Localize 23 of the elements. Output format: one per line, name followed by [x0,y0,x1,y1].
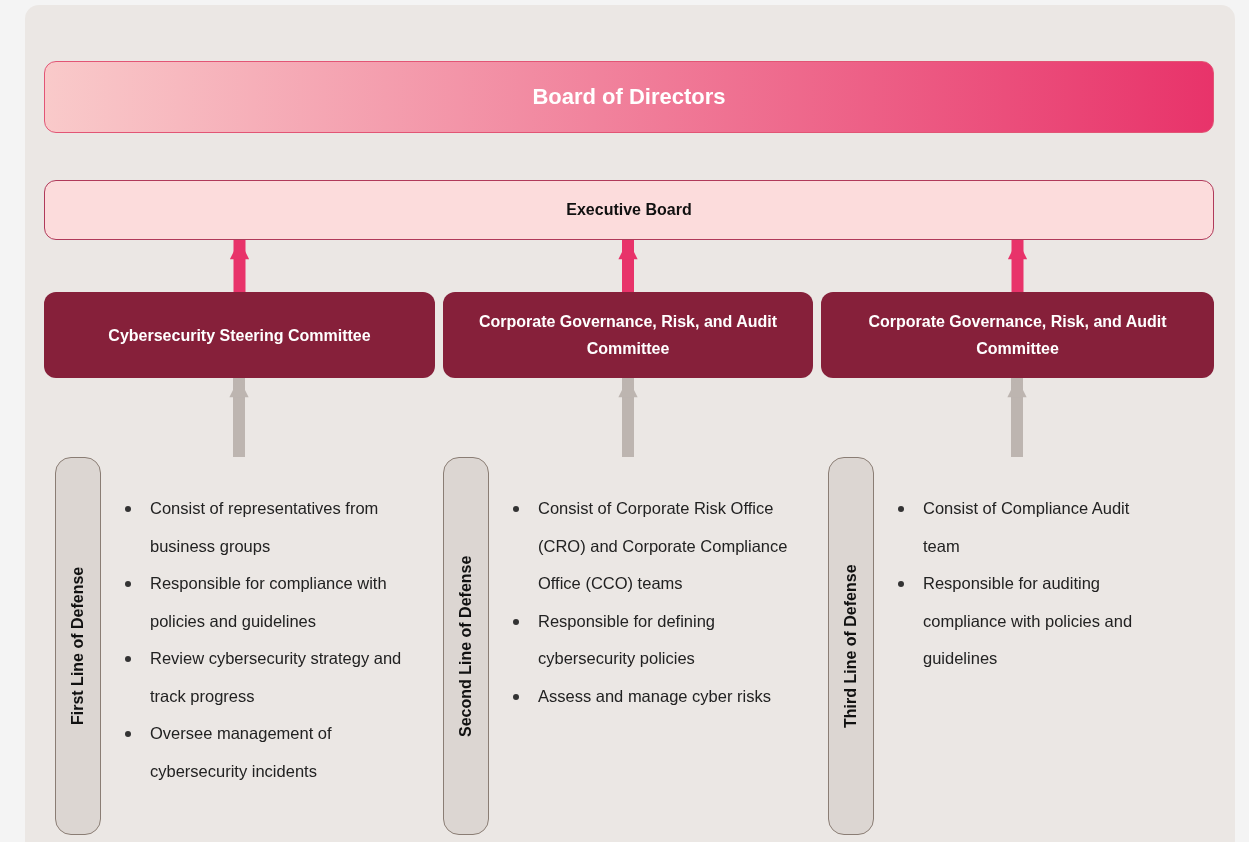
bullet-text: Consist of Compliance Audit team [923,499,1130,555]
arrow [1007,378,1027,457]
section-tab: Third Line of Defense [828,457,874,835]
bullet-text: Responsible for defining cybersecurity policies [538,611,716,667]
bullet-text: Review cybersecurity strategy and track progress [150,649,402,705]
executive-box: Executive Board [44,180,1214,240]
bullet-text: Consist of representatives from business groups [150,499,379,555]
committee-box: Cybersecurity Steering Committee [44,292,435,378]
board-banner: Board of Directors [44,61,1214,133]
bullet-text: Responsible for auditing compliance with policies and guidelines [923,574,1133,667]
bullet-text: Responsible for compliance with policies and guidelines [150,574,387,630]
arrow [618,240,638,292]
arrow [618,378,638,457]
arrow [229,240,250,292]
committee-box: Corporate Governance, Risk, and Audit Committee [821,292,1214,378]
bullet-text: Consist of Corporate Risk Office (CRO) and Corporate Compliance Office (CCO) teams [538,499,788,592]
bullet-text: Assess and manage cyber risks [538,686,771,705]
section-tab: Second Line of Defense [443,457,489,835]
committee-box: Corporate Governance, Risk, and Audit Committee [443,292,813,378]
arrow [229,378,249,457]
arrow [1007,240,1028,292]
bullet-text: Oversee management of cybersecurity incidents [150,724,332,780]
section-tab: First Line of Defense [55,457,101,835]
